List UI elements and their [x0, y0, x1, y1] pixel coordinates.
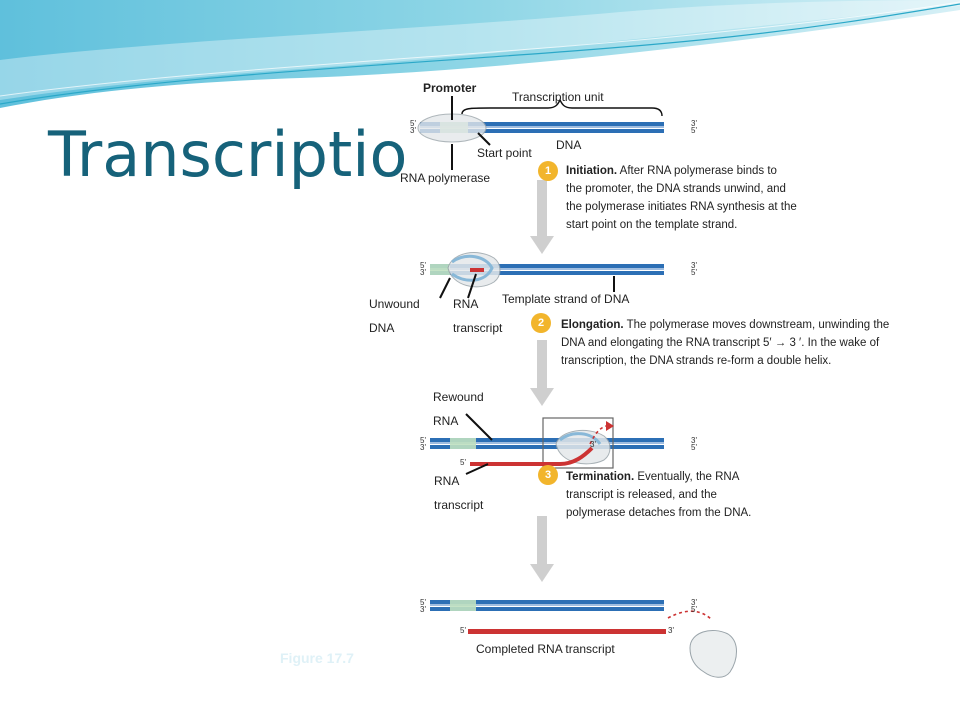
step-badge-2: 2 — [531, 313, 551, 333]
rna-polymerase-elongation — [447, 252, 501, 288]
end-label: 5'3' — [410, 119, 416, 135]
rna-transcript-label-line1: RNA — [453, 297, 479, 311]
dna-label: DNA — [556, 138, 582, 152]
rna-polymerase-label: RNA polymerase — [400, 171, 491, 185]
step-text-termination: Termination. Eventually, the RNA transcr… — [566, 471, 752, 519]
end-label: 5'3' — [420, 598, 426, 614]
end-label: 5' — [460, 626, 466, 635]
end-label: 3'5' — [691, 598, 697, 614]
unwound-dna-label-line1: Unwound — [369, 297, 420, 311]
dna-termination — [430, 438, 664, 449]
start-point-label: Start point — [477, 146, 532, 160]
end-label: 5'3' — [420, 436, 426, 452]
step-badge-3: 3 — [538, 465, 558, 485]
end-label: 5' — [460, 458, 466, 467]
step-badge-1: 1 — [538, 161, 558, 181]
end-label: 3'5' — [691, 119, 697, 135]
template-strand-label: Template strand of DNA — [502, 292, 630, 306]
end-label: 3'5' — [691, 436, 697, 452]
dna-elongation — [430, 264, 664, 275]
transcription-unit-label: Transcription unit — [512, 90, 604, 104]
dna-completed — [430, 600, 664, 611]
rna-transcript3-label-line2: transcript — [434, 498, 484, 512]
rewound-rna-label-line1: Rewound — [433, 390, 484, 404]
rna-polymerase-released — [689, 630, 737, 678]
diagram-panel — [404, 100, 738, 720]
promoter-label: Promoter — [423, 81, 477, 95]
step-text-initiation: Initiation. After RNA polymerase binds t… — [566, 165, 797, 231]
slide-title: Transcription — [48, 118, 447, 191]
header-wave-decoration — [0, 0, 960, 108]
figure-label: Figure 17.7 — [280, 650, 354, 666]
end-label: 3' — [668, 626, 674, 635]
rna-transcript-label-line2: transcript — [453, 321, 503, 335]
unwound-dna-label-line2: DNA — [369, 321, 395, 335]
rna-transcript3-label-line1: RNA — [434, 474, 460, 488]
end-label: 3' — [590, 440, 596, 449]
completed-rna-strand — [468, 629, 666, 634]
end-label: 5'3' — [420, 261, 426, 277]
step-text-elongation: Elongation. The polymerase moves downstr… — [561, 319, 890, 367]
completed-rna-label: Completed RNA transcript — [476, 642, 615, 656]
rna-polymerase-termination — [555, 429, 611, 465]
end-label: 3'5' — [691, 261, 697, 277]
zoom-box — [542, 417, 614, 469]
rewound-rna-label-line2: RNA — [433, 414, 459, 428]
